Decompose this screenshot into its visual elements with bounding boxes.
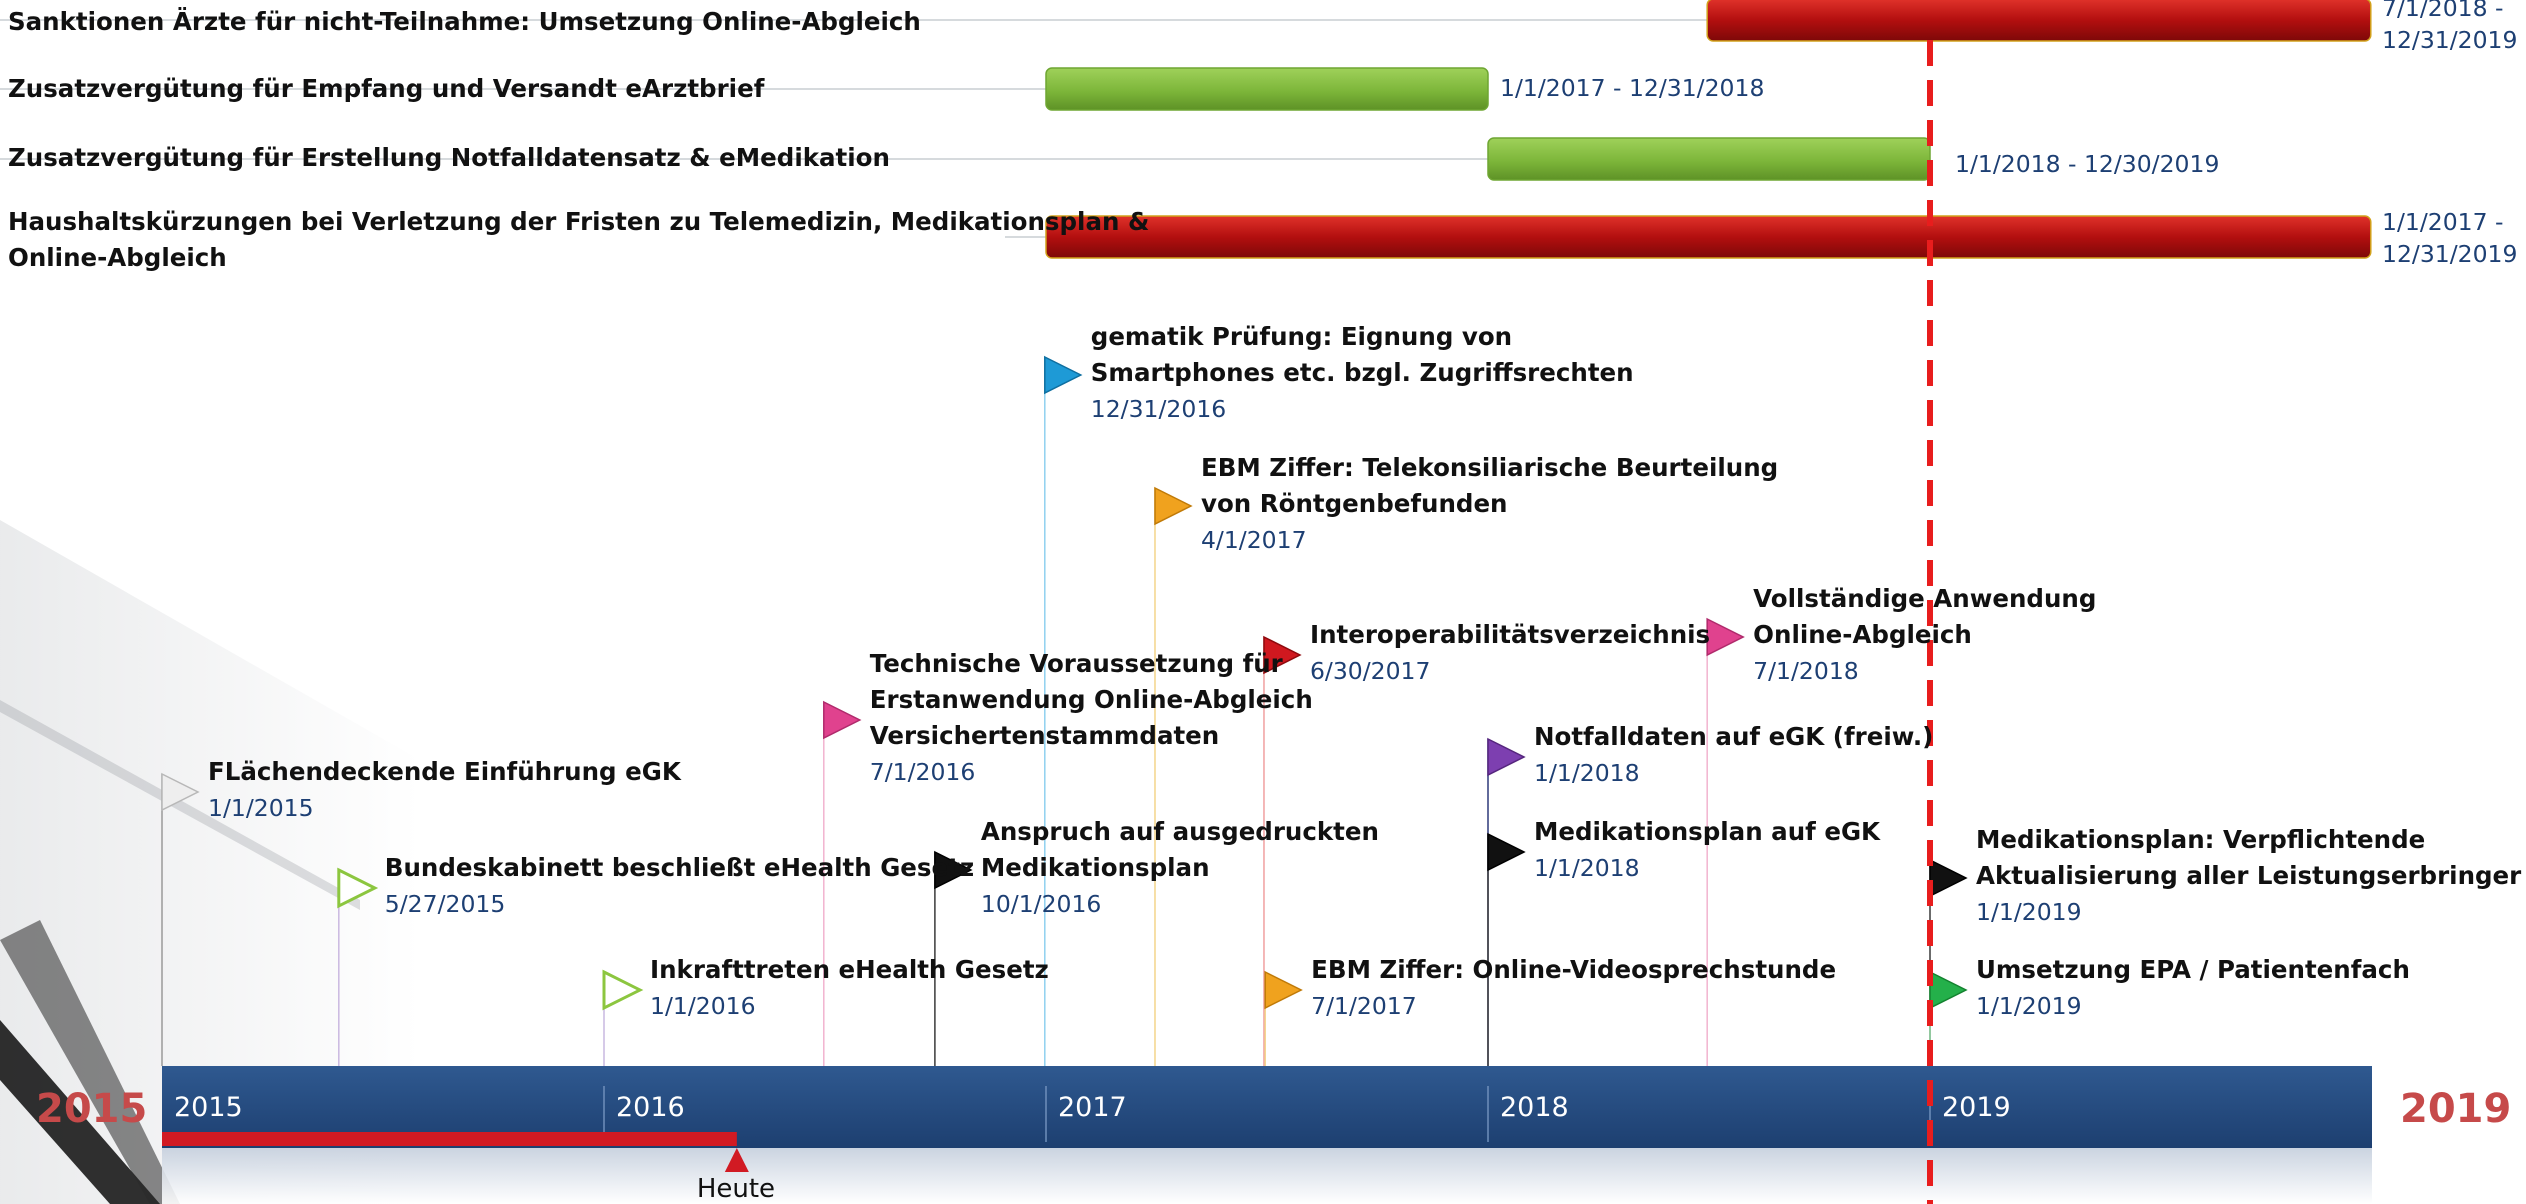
milestone-date: 1/1/2018 [1534,759,1640,787]
milestone-title-line: Vollständige Anwendung [1753,584,2097,613]
bar-date-line: 1/1/2017 - 12/31/2018 [1500,74,1765,102]
milestone-flag-blue [1044,355,1083,395]
gantt-bar-1 [1706,0,2372,42]
milestone-title-line: Aktualisierung aller Leistungserbringer [1976,861,2522,890]
gantt-bar-2 [1045,67,1489,111]
milestone-title-line: Technische Voraussetzung für [869,649,1283,678]
today-progress-bar [162,1132,737,1146]
bar-date-line: 1/1/2018 - 12/30/2019 [1955,150,2220,178]
milestone-flag-red [1263,635,1302,675]
bar-date-line: 12/31/2019 [2382,26,2518,54]
milestone-title-line: Bundeskabinett beschließt eHealth Gesetz [384,853,975,882]
milestone-title-line: von Röntgenbefunden [1200,489,1508,518]
milestone-title-line: EBM Ziffer: Telekonsiliarische Beurteilu… [1200,453,1779,482]
milestone-date: 4/1/2017 [1200,526,1307,554]
milestone-flag-orange [1154,486,1193,526]
bar-date-line: 12/31/2019 [2382,240,2518,268]
milestone-title-line: Smartphones etc. bzgl. Zugriffsrechten [1090,358,1634,387]
bar-label: Zusatzvergütung für Empfang und Versandt… [8,74,765,103]
milestone-title-line: Notfalldaten auf eGK (freiw.) [1534,722,1934,751]
timeline-end-year: 2019 [2400,1086,2512,1132]
milestone-date: 12/31/2016 [1090,395,1227,423]
milestone-flag-pink [823,700,862,740]
milestone-title-line: Versichertenstammdaten [869,721,1220,750]
gantt-bar-4 [1045,215,2372,259]
milestone-title-line: Inkrafttreten eHealth Gesetz [650,955,1049,984]
milestone-date: 10/1/2016 [980,890,1102,918]
axis-year-label: 2016 [616,1092,685,1123]
milestone-title-line: Medikationsplan: Verpflichtende [1976,825,2426,854]
milestone-flag-green [1929,970,1968,1010]
milestone-flag-green-outline [602,969,644,1011]
today-marker-triangle [724,1148,749,1172]
milestone-flag-purple [1487,737,1526,777]
gantt-bar-3 [1487,137,1931,181]
milestone-date: 1/1/2015 [208,794,314,822]
milestone-flag-black [1929,858,1968,898]
milestone-title-line: Umsetzung EPA / Patientenfach [1976,955,2410,984]
axis-year-label: 2017 [1058,1092,1127,1123]
milestone-date: 1/1/2016 [650,992,756,1020]
milestone-title-line: Medikationsplan [980,853,1210,882]
milestone-flag-white [161,772,200,812]
milestone-date: 1/1/2019 [1976,992,2082,1020]
bar-label-line: Haushaltskürzungen bei Verletzung der Fr… [8,207,1150,236]
bar-date-line: 7/1/2018 - [2382,0,2504,22]
bar-date-line: 1/1/2017 - [2382,208,2504,236]
milestone-date: 7/1/2016 [869,758,976,786]
bar-label-line: Online-Abgleich [8,243,227,272]
milestone-flag-black [1487,832,1526,872]
bar-label: Sanktionen Ärzte für nicht-Teilnahme: Um… [8,7,921,36]
milestone-flag-pink [1706,617,1745,657]
milestone-date: 7/1/2017 [1311,992,1417,1020]
milestone-title-line: Online-Abgleich [1753,620,1972,649]
axis-year-label: 2019 [1942,1092,2011,1123]
axis-year-label: 2015 [174,1092,243,1123]
axis-year-label: 2018 [1500,1092,1569,1123]
today-label: Heute [696,1174,776,1204]
timeline-start-year: 2015 [36,1086,148,1132]
milestone-date: 1/1/2018 [1534,854,1640,882]
milestone-flag-orange [1264,970,1303,1010]
milestone-title-line: Interoperabilitätsverzeichnis [1309,620,1711,649]
milestone-title-line: Anspruch auf ausgedruckten [980,817,1379,846]
milestone-date: 7/1/2018 [1753,657,1859,685]
milestone-date: 6/30/2017 [1309,657,1431,685]
milestone-title-line: Erstanwendung Online-Abgleich [869,685,1313,714]
milestone-date: 1/1/2019 [1976,898,2082,926]
milestone-flag-green-outline [337,867,379,909]
milestone-title-line: EBM Ziffer: Online-Videosprechstunde [1311,955,1837,984]
milestone-title-line: FLächendeckende Einführung eGK [208,757,681,786]
milestone-title-line: gematik Prüfung: Eignung von [1090,322,1513,351]
milestone-date: 5/27/2015 [384,890,506,918]
timeline-axis-reflection [162,1148,2372,1204]
bar-label: Zusatzvergütung für Erstellung Notfallda… [8,143,890,172]
milestone-flag-black [934,850,973,890]
milestone-title-line: Medikationsplan auf eGK [1534,817,1881,846]
